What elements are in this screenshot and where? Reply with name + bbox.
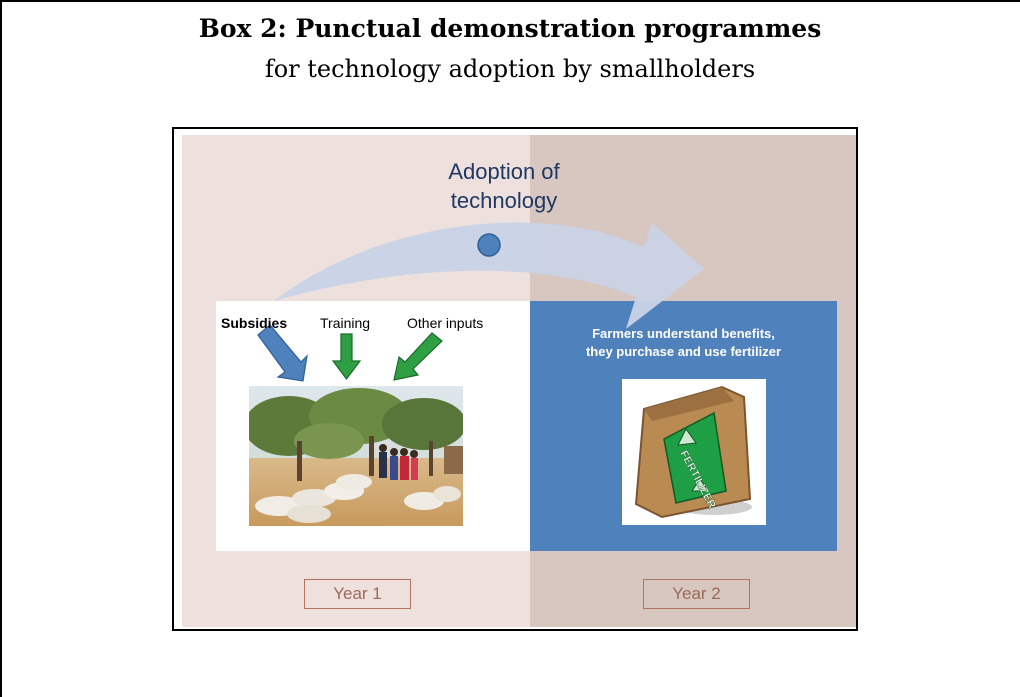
year1-label: Year 1 (304, 579, 411, 609)
diagram-figure: Adoption of technology Subsidies Trainin… (172, 127, 858, 631)
outcome-text-line1: Farmers understand benefits, (592, 326, 775, 341)
year2-label: Year 2 (643, 579, 750, 609)
training-label: Training (320, 315, 371, 331)
training-arrow (331, 333, 362, 380)
outcome-text: Farmers understand benefits, they purcha… (530, 325, 837, 361)
box-subtitle: for technology adoption by smallholders (264, 55, 756, 83)
farmers-photo (249, 386, 463, 526)
adoption-curved-arrow (274, 222, 704, 329)
subsidies-label: Subsidies (221, 315, 288, 331)
other-inputs-arrow (393, 332, 443, 381)
subsidies-arrow (257, 324, 308, 382)
fertilizer-bag-image: FERTILIZER (622, 379, 766, 525)
adoption-dot (477, 233, 501, 257)
adoption-label: Adoption of technology (404, 157, 604, 215)
frame-top-border (0, 0, 1020, 2)
adoption-label-line2: technology (450, 188, 558, 213)
other-inputs-label: Other inputs (407, 315, 484, 331)
box-title: Box 2: Punctual demonstration programmes (198, 14, 822, 43)
diagram-arrows (257, 222, 704, 382)
adoption-label-line1: Adoption of (448, 159, 560, 184)
frame-left-border (0, 0, 2, 697)
outcome-text-line2: they purchase and use fertilizer (585, 344, 782, 359)
